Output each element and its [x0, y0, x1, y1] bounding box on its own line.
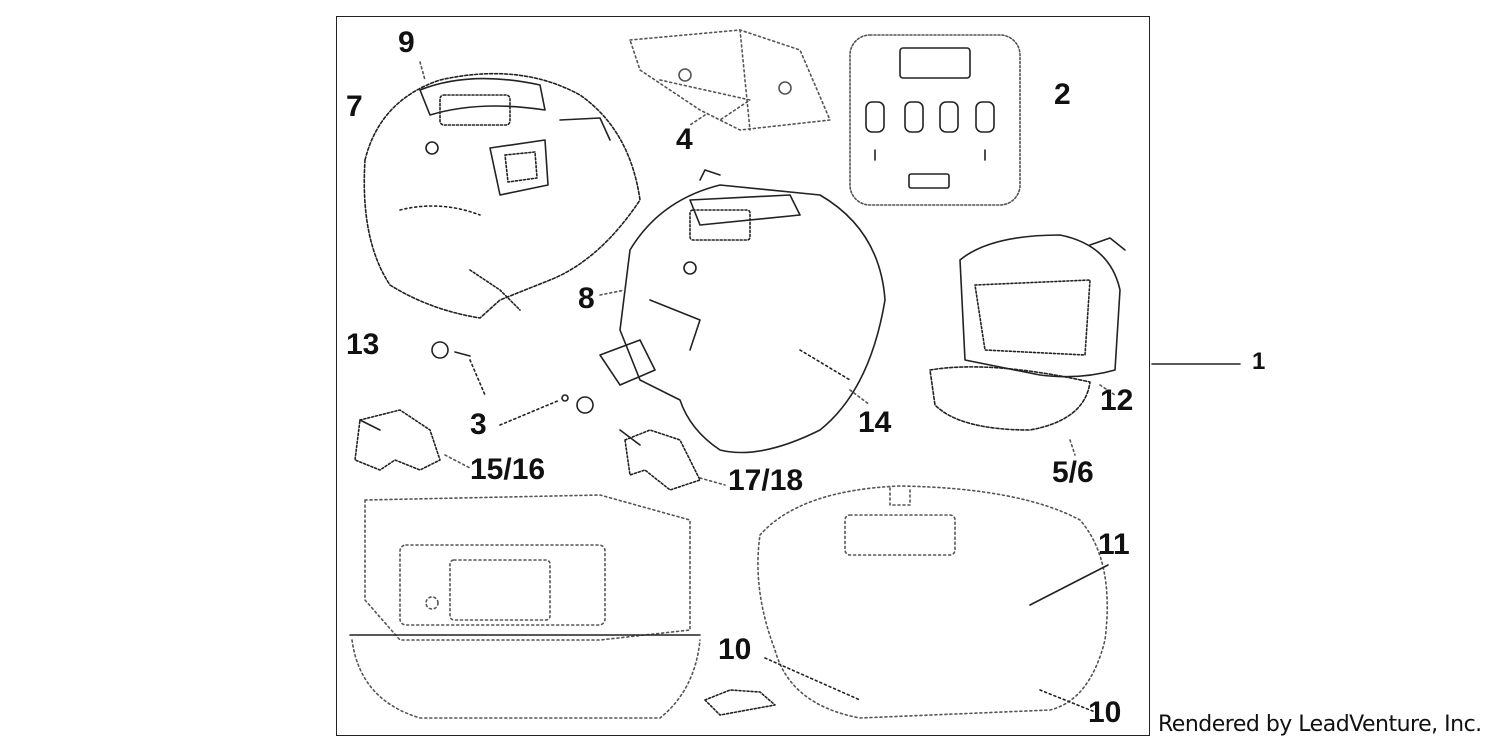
inner-liner-tray	[929, 234, 1126, 431]
callout-9: 9	[398, 26, 415, 59]
callout-12: 12	[1100, 384, 1134, 417]
callout-3: 3	[470, 408, 487, 441]
screw-set	[431, 341, 594, 426]
callout-2: 2	[1054, 78, 1071, 111]
key-left	[354, 409, 441, 471]
saddlebag-body-center	[599, 169, 886, 454]
callout-5-6: 5/6	[1052, 456, 1094, 489]
saddlebag-lid-right	[757, 485, 1109, 719]
callout-15-16: 15/16	[470, 453, 546, 486]
saddlebag-lid-left	[363, 72, 641, 319]
mounting-bracket	[629, 29, 831, 131]
callout-7: 7	[346, 90, 363, 123]
key-right	[619, 429, 701, 491]
callout-4: 4	[676, 123, 693, 156]
emblem-decal-set	[849, 34, 1021, 206]
callout-13: 13	[346, 328, 380, 361]
callout-10-upper: 10	[718, 633, 752, 666]
diagram-frame	[336, 16, 1150, 736]
callout-11: 11	[1098, 528, 1130, 561]
callout-10-lower: 10	[1088, 696, 1122, 729]
callout-1: 1	[1252, 348, 1266, 375]
callout-8: 8	[578, 282, 595, 315]
callout-17-18: 17/18	[728, 464, 804, 497]
clip-part-10	[704, 657, 1096, 716]
callout-14: 14	[858, 406, 892, 439]
render-credit: Rendered by LeadVenture, Inc.	[1158, 712, 1482, 737]
saddlebag-bottom-detail	[349, 494, 701, 719]
leader-lines	[419, 61, 1116, 486]
